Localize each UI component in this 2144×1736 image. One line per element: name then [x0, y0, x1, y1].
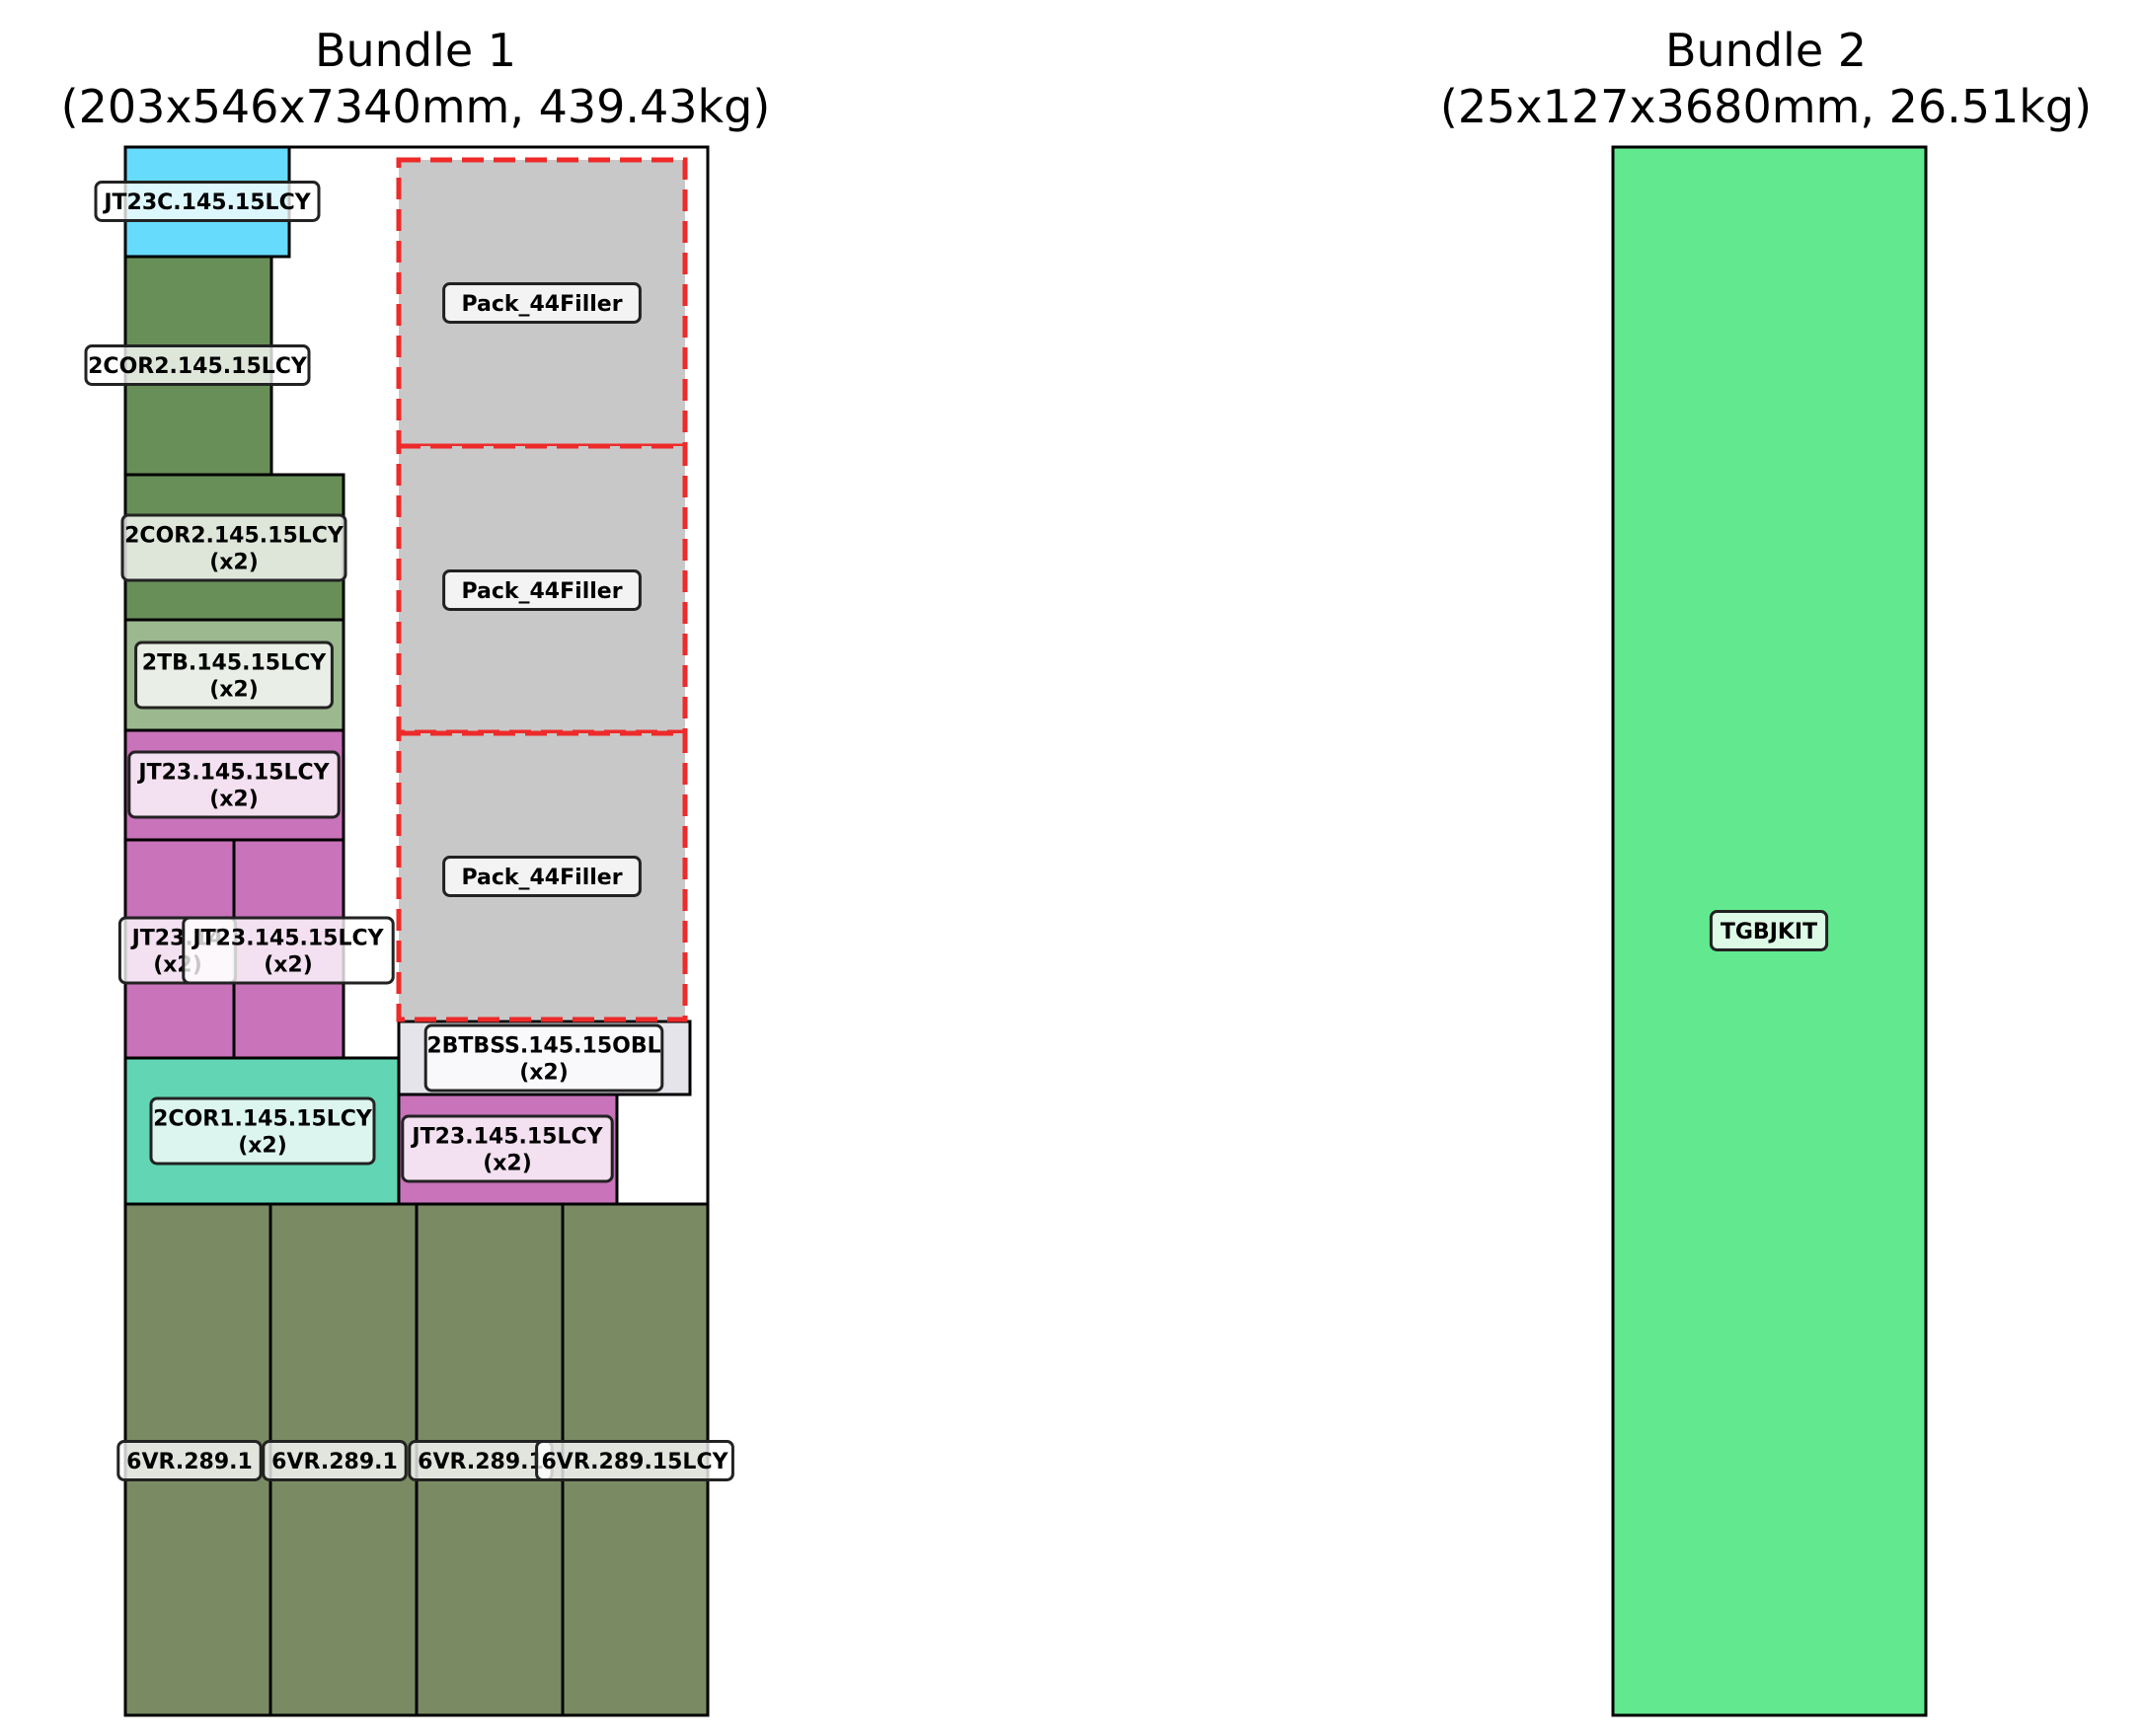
item-label: JT23C.145.15LCY — [94, 181, 321, 222]
item-label-text: 2COR2.145.15LCY — [124, 524, 345, 549]
item-label-box — [149, 1096, 376, 1166]
item-label-box — [1709, 910, 1829, 951]
item-label-text: 6VR.289.1 — [126, 1450, 253, 1474]
item-label-text: 6VR.289.15LCY — [541, 1450, 728, 1474]
bundle-1-title-line2: (203x546x7340mm, 439.43kg) — [61, 80, 771, 133]
item-label-box — [442, 282, 642, 324]
item-qty-text: (x2) — [209, 788, 259, 812]
item-label: 2BTBSS.145.15OBL(x2) — [423, 1023, 664, 1093]
item-label: Pack_44Filler — [442, 856, 642, 897]
item-label-box — [535, 1440, 734, 1481]
item-label: Pack_44Filler — [442, 569, 642, 611]
item-label: 6VR.289.1 — [408, 1440, 554, 1481]
item-label-box — [94, 181, 321, 222]
item-labels: JT23C.145.15LCY2COR2.145.15LCY2COR2.145.… — [84, 181, 1829, 1481]
item-label: 2COR1.145.15LCY(x2) — [149, 1096, 376, 1166]
item-label: TGBJKIT — [1709, 910, 1829, 951]
item-label-text: Pack_44Filler — [461, 292, 622, 317]
item-label-box — [116, 1440, 263, 1481]
item-label-box — [262, 1440, 408, 1481]
item-label-text: JT23.145.15LCY — [191, 927, 384, 951]
bundle-2-title-line2: (25x127x3680mm, 26.51kg) — [1440, 80, 2092, 133]
item-label-text: JT23.145.15LCY — [410, 1125, 603, 1150]
item-label: JT23.145.15LCY(x2) — [401, 1114, 614, 1183]
item-label-text: 2TB.145.15LCY — [142, 651, 328, 676]
item-label: 2TB.145.15LCY(x2) — [134, 641, 334, 710]
item-label: 6VR.289.15LCY — [535, 1440, 734, 1481]
item-label-text: JT23C.145.15LCY — [102, 190, 311, 215]
item-label-text: 2BTBSS.145.15OBL — [426, 1034, 660, 1059]
item-label-box — [127, 750, 341, 819]
item-label-box — [423, 1023, 664, 1093]
item-qty-text: (x2) — [209, 551, 259, 575]
item-label-text: 6VR.289.1 — [418, 1450, 544, 1474]
item-label: 2COR2.145.15LCY(x2) — [120, 513, 347, 582]
item-label-text: 6VR.289.1 — [271, 1450, 398, 1474]
item-label-box — [442, 856, 642, 897]
item-qty-text: (x2) — [238, 1134, 287, 1159]
item-label-text: JT23.145.15LCY — [136, 761, 330, 786]
item-label-box — [84, 344, 311, 386]
item-label: 6VR.289.1 — [262, 1440, 408, 1481]
item-label-box — [442, 569, 642, 611]
item-label: Pack_44Filler — [442, 282, 642, 324]
item-label-box — [182, 916, 395, 985]
item-label: 2COR2.145.15LCY — [84, 344, 311, 386]
item-label-text: TGBJKIT — [1721, 920, 1817, 944]
item-label: 6VR.289.1 — [116, 1440, 263, 1481]
bundle-2-title-line1: Bundle 2 — [1665, 24, 1867, 77]
item-label-text: Pack_44Filler — [461, 579, 622, 604]
item-label: JT23.145.15LCY(x2) — [182, 916, 395, 985]
item-qty-text: (x2) — [209, 678, 259, 703]
item-label-box — [120, 513, 347, 582]
item-qty-text: (x2) — [483, 1152, 532, 1176]
item-label-box — [401, 1114, 614, 1183]
item-label-box — [134, 641, 334, 710]
item-label-text: 2COR1.145.15LCY — [153, 1107, 373, 1132]
item-label-text: Pack_44Filler — [461, 866, 622, 890]
item-qty-text: (x2) — [519, 1061, 569, 1086]
item-label: JT23.145.15LCY(x2) — [127, 750, 341, 819]
item-label-text: 2COR2.145.15LCY — [88, 354, 308, 379]
item-qty-text: (x2) — [264, 953, 313, 978]
bundle-1-title-line1: Bundle 1 — [315, 24, 516, 77]
